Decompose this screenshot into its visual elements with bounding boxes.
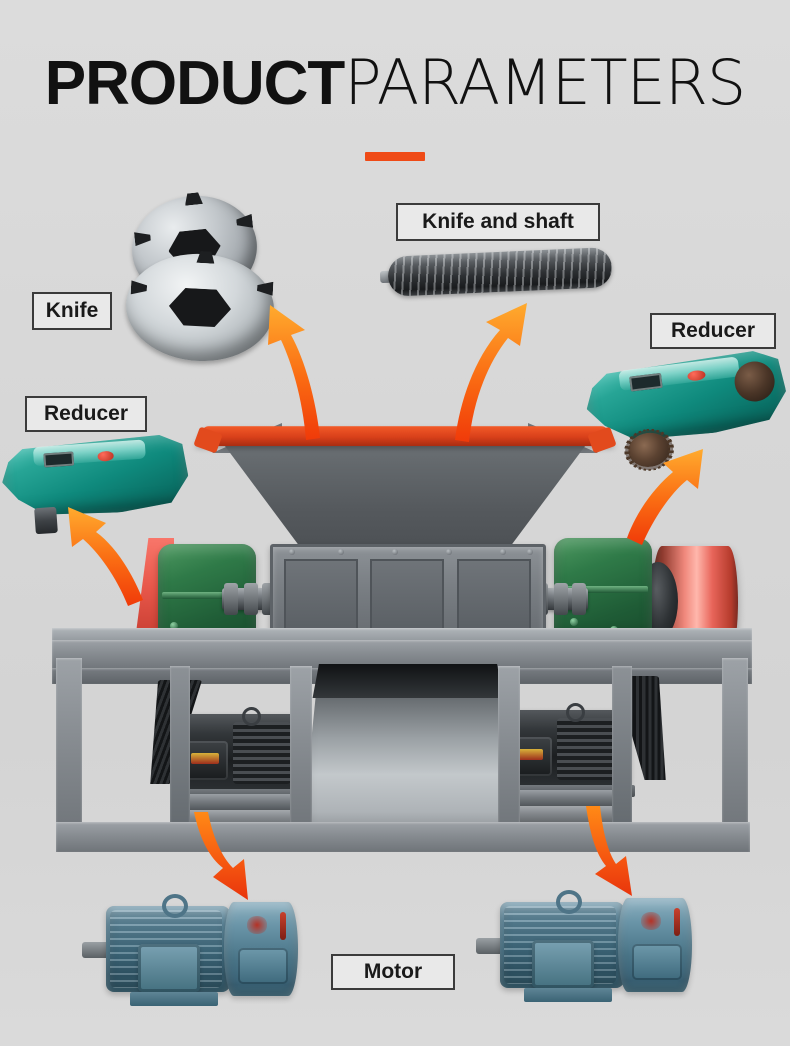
- motor-cooling-fins: [232, 721, 291, 785]
- frame-leg-center-left: [290, 666, 312, 834]
- motor-mounting-foot: [524, 988, 612, 1002]
- coupling-collar: [224, 583, 238, 615]
- coupling-shaft-left: [222, 583, 278, 615]
- motor-part-image-right: [476, 890, 696, 1008]
- discharge-chute-shadow: [312, 664, 504, 698]
- gearbox-bolt: [170, 622, 178, 630]
- knife-hex-bore: [168, 286, 232, 330]
- motor-brand-logo: [640, 912, 662, 930]
- knife-and-shaft-part-image: [379, 241, 617, 303]
- knife-part-image: [118, 189, 278, 365]
- label-reducer-left: Reducer: [25, 396, 147, 432]
- frame-leg-outer-left: [56, 658, 82, 838]
- motor-lifting-eye: [241, 707, 261, 726]
- machine-hopper: [193, 418, 617, 556]
- knife-notch: [134, 231, 151, 247]
- motor-rail: [178, 794, 306, 810]
- motor-lifting-eye: [162, 894, 188, 918]
- knife-notch: [131, 280, 148, 295]
- installed-motor-left: [174, 707, 312, 801]
- knife-notch: [257, 281, 274, 296]
- motor-red-stripe: [674, 908, 680, 936]
- frame-bottom-beam: [56, 822, 750, 852]
- knife-notch: [184, 192, 203, 206]
- motor-nameplate: [515, 749, 544, 760]
- label-knife-and-shaft: Knife and shaft: [396, 203, 600, 241]
- motor-lifting-eye: [565, 703, 585, 722]
- motor-red-stripe: [280, 912, 286, 940]
- motor-cooling-fins: [556, 717, 615, 781]
- frame-leg-center-right: [498, 666, 520, 834]
- gearbox-bolt: [570, 618, 578, 626]
- motor-junction-cover: [238, 948, 288, 984]
- title-light: PARAMETERS: [344, 46, 746, 119]
- motor-part-image-left: [82, 894, 302, 1012]
- shredder-machine-image: [52, 418, 752, 870]
- title-bold: PRODUCT: [44, 49, 346, 118]
- motor-lifting-eye: [556, 890, 582, 914]
- motor-stator-drum: [618, 898, 692, 992]
- knife-notch: [236, 214, 253, 230]
- motor-brand-logo: [246, 916, 268, 934]
- motor-mounting-foot: [130, 992, 218, 1006]
- coupling-collar: [572, 583, 586, 615]
- frame-leg-inner-left: [170, 666, 190, 830]
- coupling-collar: [554, 583, 568, 615]
- installed-motor-right: [498, 703, 636, 797]
- chamber-bolt-row: [273, 549, 543, 557]
- page-title: PRODUCTPARAMETERS: [0, 52, 790, 115]
- hopper-red-rim: [196, 426, 614, 447]
- label-motor: Motor: [331, 954, 455, 990]
- frame-leg-outer-right: [722, 658, 748, 838]
- motor-terminal-box: [138, 944, 200, 992]
- motor-terminal-box: [532, 940, 594, 988]
- motor-junction-cover: [632, 944, 682, 980]
- motor-nameplate: [191, 753, 220, 764]
- gearbox-seam: [558, 585, 648, 593]
- motor-stator-drum: [224, 902, 298, 996]
- label-reducer-right: Reducer: [650, 313, 776, 349]
- frame-leg-inner-right: [612, 666, 632, 830]
- hopper-inner-wall: [216, 434, 594, 556]
- title-underline-rule: [365, 152, 425, 161]
- shaft-cutter-ribs: [387, 247, 613, 297]
- gearbox-seam: [162, 591, 252, 599]
- coupling-collar: [244, 583, 258, 615]
- label-knife: Knife: [32, 292, 112, 330]
- motor-rail: [504, 790, 632, 806]
